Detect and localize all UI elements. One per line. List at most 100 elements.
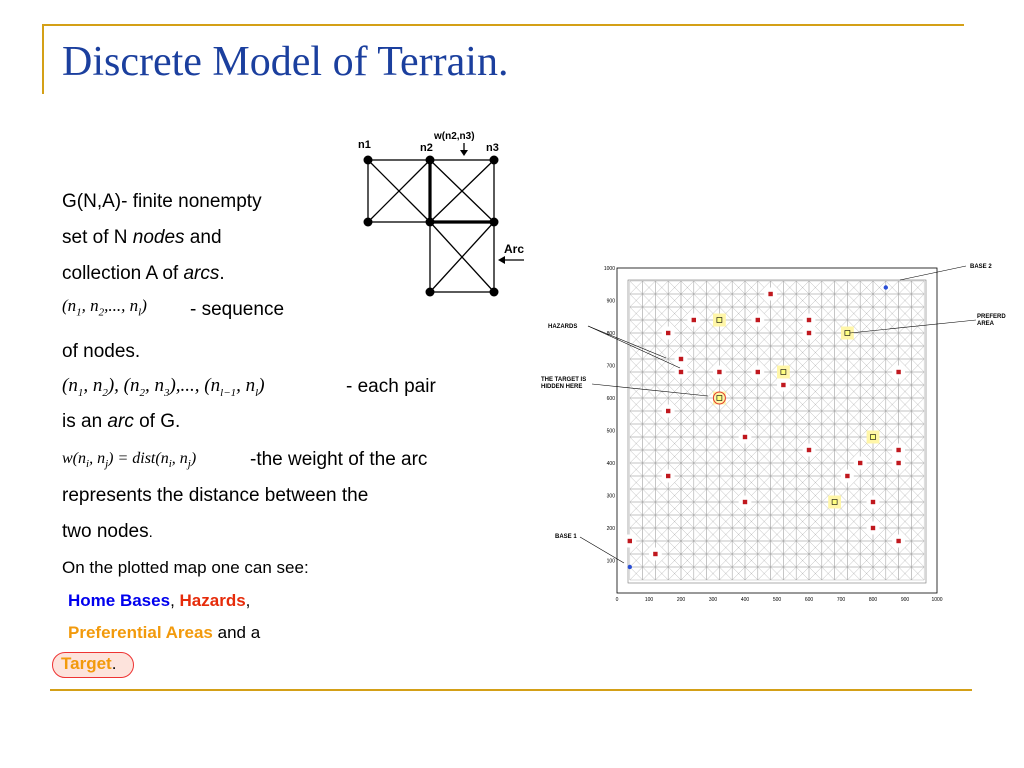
y-tick-label: 900 [607, 299, 616, 305]
arc-term: arc [107, 411, 134, 432]
definition-text: collection A of [62, 263, 184, 284]
pairs-text: - each pair [346, 376, 436, 397]
y-tick-label: 800 [607, 331, 616, 337]
x-tick-label: 900 [901, 597, 910, 603]
bases [627, 285, 888, 570]
definition-text: set of N [62, 227, 133, 248]
formula-part: (n [62, 296, 77, 315]
target-highlight [52, 652, 134, 678]
arc-text: is an [62, 411, 108, 432]
legend-hazards: Hazards [179, 591, 246, 610]
annotation-target-1: THE TARGET IS [541, 377, 586, 383]
legend-sep: and a [212, 623, 261, 642]
weight-text: -the weight of the arc [250, 449, 428, 470]
arc-label: Arc [504, 242, 524, 256]
x-tick-label: 500 [773, 597, 782, 603]
formula-sub: 1 [77, 386, 84, 399]
annotation-target-2: HIDDEN HERE [541, 384, 582, 390]
formula-sub: j [187, 458, 191, 471]
y-tick-label: 700 [607, 364, 616, 370]
hazard-marker [845, 473, 850, 479]
formula-sub: 2 [98, 306, 105, 319]
formula-part: , n [144, 375, 164, 396]
top-rule [42, 24, 964, 26]
leader-hazards-1 [587, 325, 667, 359]
weight-text-part: . [148, 524, 153, 541]
weight-arrow-icon [460, 143, 468, 156]
y-tick-label: 600 [607, 396, 616, 402]
hazard-marker [666, 473, 671, 479]
hazard-marker [742, 499, 748, 505]
sequence-text-2: of nodes. [62, 341, 141, 362]
formula-part: ,..., n [104, 296, 139, 315]
y-tick-label: 400 [607, 461, 616, 467]
nodes-term: nodes [132, 227, 185, 248]
annotation-base1: BASE 1 [555, 534, 577, 540]
preferred-area-marker [844, 330, 851, 336]
preferred-area-marker [780, 369, 787, 375]
legend-sep: , [170, 591, 175, 610]
formula-sub: j [105, 458, 109, 471]
x-tick-label: 1000 [931, 597, 942, 603]
hazard-marker [870, 525, 876, 531]
node-label-n2: n2 [420, 142, 433, 154]
legend-sep: . [111, 654, 117, 673]
hazard-marker [678, 356, 684, 362]
hazards [627, 291, 901, 557]
formula-part: ) [190, 450, 197, 467]
hazard-marker [896, 369, 901, 375]
legend-line-1: Home Bases, Hazards, [68, 590, 250, 612]
preferred-area-marker [870, 434, 876, 440]
preferred-area-marker [831, 499, 838, 505]
annotation-preferd-area-2: AREA [977, 321, 995, 327]
definition-text: . [219, 263, 225, 284]
sequence-text: - sequence [190, 299, 285, 320]
weight-formula: w(ni, nj) = dist(ni, nj) [62, 450, 196, 470]
definition-line-3: collection A of arcs. [62, 262, 225, 286]
x-tick-label: 700 [837, 597, 846, 603]
formula-part: , n [83, 375, 103, 396]
formula-part: , n [89, 450, 106, 467]
y-tick-label: 500 [607, 429, 616, 435]
formula-sub: 1 [76, 306, 82, 319]
leader-target [591, 383, 709, 397]
preferred-areas [713, 313, 880, 509]
bottom-rule [50, 689, 972, 691]
legend-line-2: Preferential Areas and a [68, 622, 260, 644]
legend-sep: , [245, 591, 251, 610]
hazard-marker [678, 369, 684, 375]
formula-sub: 2 [102, 386, 108, 399]
weight-label: w(n2,n3) [433, 131, 475, 142]
hazard-marker [896, 447, 901, 453]
weight-text-3: two nodes. [62, 520, 153, 545]
formula-part: (n [62, 375, 78, 396]
leader-hazards-2 [587, 325, 681, 369]
formula-sub: l [255, 386, 259, 399]
formula-sub: i [168, 458, 172, 471]
left-rule [42, 24, 44, 94]
base-marker [627, 564, 632, 570]
target-ring [712, 391, 726, 405]
hazard-marker [627, 538, 632, 544]
formula-part: ),..., (n [169, 375, 221, 396]
arcs-term: arcs [183, 263, 220, 284]
hazard-marker [858, 460, 863, 466]
hazard-marker [742, 434, 748, 440]
hazard-marker [870, 499, 876, 505]
y-tick-label: 100 [607, 559, 616, 565]
hazard-marker [666, 330, 671, 336]
hazard-marker [755, 317, 760, 323]
formula-sub: 3 [163, 386, 170, 399]
formula-sub: l [138, 306, 142, 319]
leader-base2 [899, 265, 967, 281]
map-intro: On the plotted map one can see: [62, 558, 309, 577]
definition-line-1: G(N,A)- finite nonempty [62, 191, 262, 212]
graph-diagram: n1 n2 n3 w(n2,n3) Arc [358, 131, 524, 297]
legend-target-text: Target [61, 654, 112, 673]
formula-sub: l−1 [220, 386, 237, 399]
slide-title: Discrete Model of Terrain. [62, 39, 509, 85]
definition-line-2: set of N nodes and [62, 226, 222, 250]
hazard-marker [691, 317, 696, 323]
leader-preferred [849, 319, 977, 334]
